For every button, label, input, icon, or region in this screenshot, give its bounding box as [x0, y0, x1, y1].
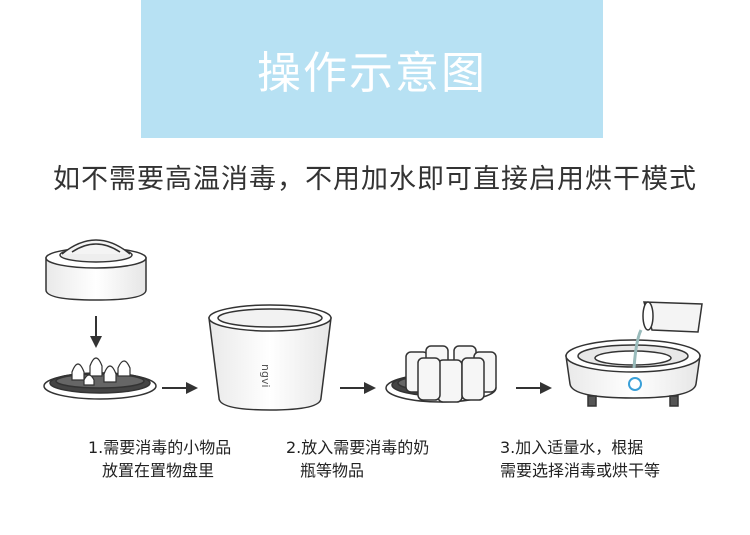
step-2-line-2: 瓶等物品 [300, 461, 365, 480]
right-arrow-icon-3 [516, 382, 552, 394]
banner-title: 操作示意图 [257, 48, 487, 99]
small-items-tray [43, 357, 157, 400]
pouring-cup-icon [632, 301, 703, 369]
step-3-line-1: 3.加入适量水，根据 [500, 438, 644, 457]
right-arrow-icon-1 [162, 382, 198, 394]
step-3-line-2: 需要选择消毒或烘干等 [500, 461, 661, 480]
step-3-caption: 3.加入适量水，根据 需要选择消毒或烘干等 [500, 436, 660, 482]
step-2-caption: 2.放入需要消毒的奶 瓶等物品 [286, 436, 429, 482]
title-banner: 操作示意图 [141, 0, 603, 138]
base-unit [565, 339, 701, 407]
bottle-tray [385, 345, 497, 403]
right-arrow-icon-2 [340, 382, 376, 394]
device-logo: ngvi [259, 364, 272, 388]
down-arrow-icon [90, 316, 102, 348]
step-1-line-1: 1.需要消毒的小物品 [88, 438, 232, 457]
step-2-line-1: 2.放入需要消毒的奶 [286, 438, 430, 457]
step-1-line-2: 放置在置物盘里 [102, 461, 215, 480]
step-1-caption: 1.需要消毒的小物品 放置在置物盘里 [88, 436, 231, 482]
lid-illustration [45, 239, 147, 301]
sterilizer-body: ngvi [208, 304, 332, 411]
power-button-icon [628, 377, 642, 391]
subtitle: 如不需要高温消毒，不用加水即可直接启用烘干模式 [53, 164, 697, 195]
